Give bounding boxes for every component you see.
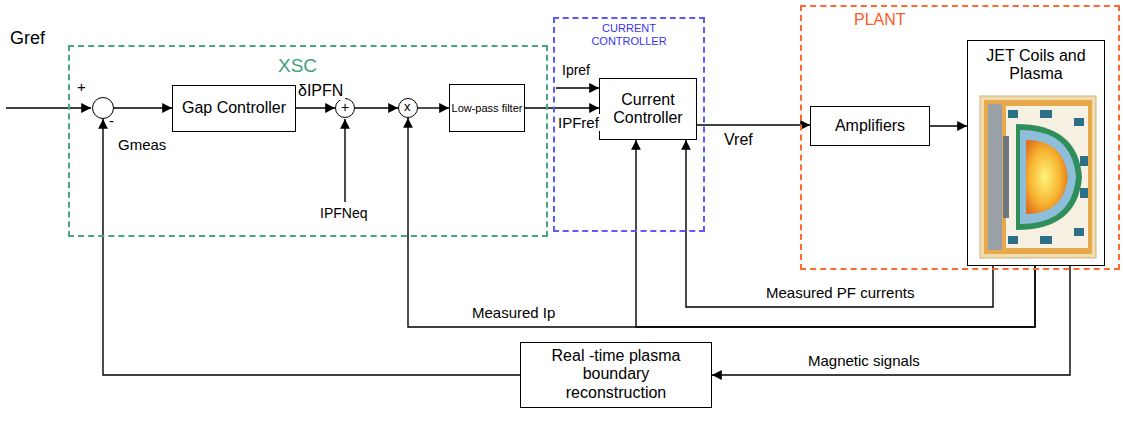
filter-box: Low-pass filter xyxy=(449,84,525,132)
node-text: CURRENT CONTROLLER xyxy=(581,22,677,47)
node-text: Gap Controller xyxy=(182,99,286,117)
signal-connector xyxy=(930,125,967,126)
process-box: Current Controller xyxy=(599,78,697,140)
signal-label: Magnetic signals xyxy=(806,352,922,369)
node-text: + xyxy=(77,78,86,95)
node-text: - xyxy=(109,112,114,129)
node-text: Amplifiers xyxy=(835,117,905,135)
input-arrows xyxy=(6,88,599,202)
tokamak-illustration xyxy=(980,96,1096,258)
current-reference-line xyxy=(556,87,599,88)
plant-region: PLANT Amplifiers JET Coils and Plasma xyxy=(800,5,1120,270)
signal-connector xyxy=(355,107,398,108)
signal-label: IPFref xyxy=(556,114,601,131)
signal-connector xyxy=(525,107,599,108)
signal-connector xyxy=(114,107,172,108)
node-text: XSC xyxy=(278,55,317,77)
signal-label: Vref xyxy=(722,131,755,149)
signal-connector xyxy=(697,124,810,125)
node-text: JET Coils and Plasma xyxy=(981,47,1091,84)
signal-connector xyxy=(418,107,449,108)
equilibrium-current-line xyxy=(344,119,345,202)
signal-name: Ipref xyxy=(560,62,592,78)
signal-connector xyxy=(296,107,335,108)
multiplier-junction: x xyxy=(398,98,418,118)
node-text: Low-pass filter xyxy=(452,102,523,115)
signal-name: Gref xyxy=(8,28,47,49)
signal-label: δIPFN xyxy=(296,82,345,100)
signal-label: Measured PF currents xyxy=(764,284,916,301)
signal-connector xyxy=(712,266,1070,375)
plant-box: JET Coils and Plasma xyxy=(967,40,1105,266)
signal-label: Measured Ip xyxy=(470,304,557,321)
signal-connector xyxy=(408,118,1035,327)
summing-junction: +- xyxy=(92,97,114,119)
signal-name: IPFNeq xyxy=(318,205,369,221)
node-text: + xyxy=(341,99,349,115)
node-text: PLANT xyxy=(854,11,906,29)
node-text: Real -time plasma boundary reconstructio… xyxy=(546,347,686,402)
signal-connector xyxy=(103,119,520,375)
node-text: x xyxy=(404,100,411,115)
reference-input-line xyxy=(6,107,91,108)
process-box: Gap Controller xyxy=(172,85,296,132)
summing-junction: + xyxy=(335,98,355,118)
process-box: Real -time plasma boundary reconstructio… xyxy=(520,342,712,408)
signal-connector xyxy=(686,140,993,307)
signal-name: Gmeas xyxy=(116,136,168,153)
amplifier-box: Amplifiers xyxy=(810,106,930,146)
signal-connector xyxy=(636,140,1035,327)
node-text: Current Controller xyxy=(603,91,693,128)
